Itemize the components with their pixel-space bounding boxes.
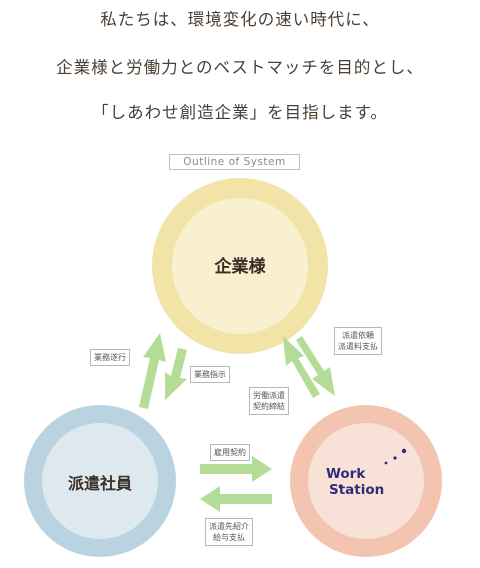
staff-label: 派遣社員 [67, 474, 132, 493]
outline-of-system-label: Outline of System [169, 154, 300, 170]
tag-labor-dispatch-line2: 契約締結 [253, 402, 285, 411]
tag-dispatch-request: 派遣依頼 派遣料支払 [334, 327, 382, 355]
arrow-company-to-ws [296, 336, 335, 396]
ws-dot-3 [401, 448, 407, 454]
tag-labor-dispatch: 労働派遣 契約締結 [249, 387, 289, 415]
arrow-staff-to-ws [200, 456, 272, 482]
tag-employment-contract: 雇用契約 [210, 444, 250, 461]
tag-dispatch-request-line1: 派遣依頼 [342, 331, 374, 340]
tag-business-execution: 業務遂行 [90, 349, 130, 366]
arrow-ws-to-company [283, 336, 320, 398]
arrow-staff-to-company [139, 333, 166, 409]
workstation-logo-line1: Work [326, 466, 366, 482]
company-label: 企業様 [214, 257, 266, 277]
tag-labor-dispatch-line1: 労働派遣 [253, 391, 285, 400]
arrow-company-to-staff [165, 348, 187, 400]
intro-line-1: 私たちは、環境変化の速い時代に、 [100, 10, 380, 29]
intro-line-2: 企業様と労働力とのベストマッチを目的とし、 [56, 58, 424, 77]
company-node-core [172, 198, 308, 334]
workstation-logo-line2: Station [329, 482, 385, 498]
staff-node-core [42, 423, 158, 539]
ws-dot-2 [393, 456, 397, 460]
ws-dot-4 [338, 484, 342, 488]
tag-placement-line1: 派遣先紹介 [209, 522, 249, 531]
tag-placement-line2: 給与支払 [213, 533, 245, 542]
arrow-ws-to-staff [200, 486, 272, 512]
intro-line-3: 「しあわせ創造企業」を目指します。 [92, 103, 388, 122]
tag-business-instruction: 業務指示 [190, 366, 230, 383]
tag-placement: 派遣先紹介 給与支払 [205, 518, 253, 546]
workstation-node-core [308, 423, 424, 539]
ws-dot-1 [384, 461, 388, 465]
workstation-logo: Work Station [316, 466, 426, 498]
tag-dispatch-request-line2: 派遣料支払 [338, 342, 378, 351]
